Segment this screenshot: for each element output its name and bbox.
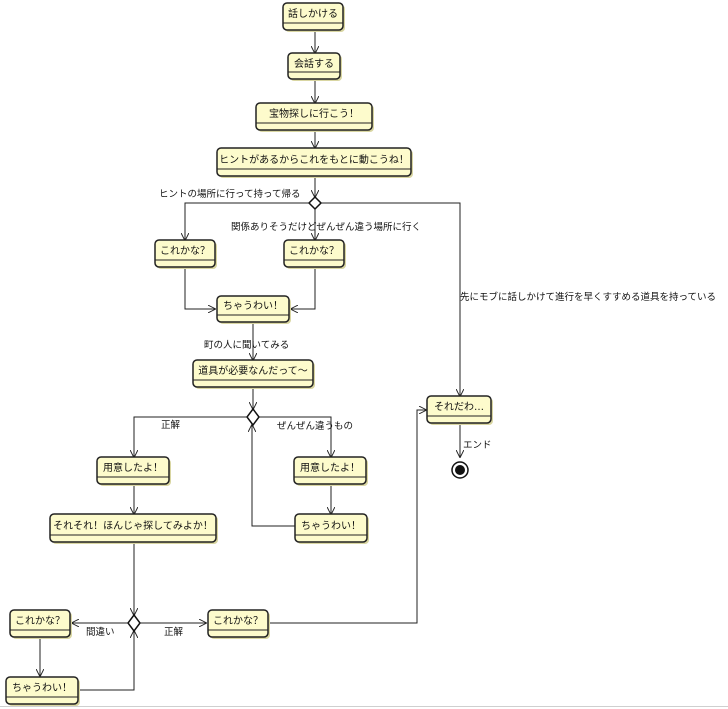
node-hint-label: ヒントがあるからこれをもとに動こうね！ — [219, 153, 409, 166]
label-hint-place: ヒントの場所に行って持って帰る — [159, 188, 301, 200]
decision-diamond-hint — [307, 195, 323, 211]
node-wrong-3[interactable]: ちゃうわい！ — [5, 676, 80, 706]
edge-decision1-to-left-guess — [185, 202, 309, 240]
node-guess-right[interactable]: これかな？ — [283, 239, 346, 269]
edge-labels: ヒントの場所に行って持って帰る 関係ありそうだけどぜんぜん違う場所に行く 先にモ… — [86, 188, 716, 638]
edge-decision1-to-found — [321, 202, 460, 396]
node-found[interactable]: それだわ… — [426, 395, 493, 425]
node-guess-bottom-left-label: これかな？ — [15, 615, 65, 627]
edges — [40, 30, 460, 691]
edge-right-guess-to-wrong — [291, 268, 316, 309]
label-mob-first: 先にモブに話しかけて進行を早くすすめる道具を持っている — [460, 291, 716, 303]
node-wrong-1[interactable]: ちゃうわい！ — [216, 295, 291, 324]
node-prepared-right-label: 用意したよ！ — [300, 461, 360, 474]
node-thatsit[interactable]: それそれ！ほんじゃ探してみよか！ — [49, 513, 218, 544]
label-correct1: 正解 — [161, 419, 181, 431]
node-guess-bottom-right[interactable]: これかな？ — [207, 609, 270, 639]
node-tool-needed[interactable]: 道具が必要なんだって～ — [192, 359, 315, 389]
label-end: エンド — [463, 440, 492, 451]
edge-right-guess-to-found — [270, 410, 426, 624]
label-mistake: 間違い — [86, 626, 115, 638]
node-tool-needed-label: 道具が必要なんだって～ — [198, 364, 308, 377]
node-talk[interactable]: 話しかける — [282, 2, 345, 32]
edge-decision2-to-prepared-left — [134, 416, 247, 457]
node-wrong-1-label: ちゃうわい！ — [223, 300, 283, 312]
action-nodes: 話しかける 会話する 宝物探しに行こう！ ヒントがあるからこれをもとに動こうね！… — [5, 2, 493, 706]
node-converse[interactable]: 会話する — [287, 52, 342, 81]
label-correct2: 正解 — [164, 626, 184, 638]
edge-decision2-to-prepared-right — [259, 416, 331, 457]
node-guess-right-label: これかな？ — [289, 245, 339, 257]
node-prepared-left[interactable]: 用意したよ！ — [96, 456, 171, 486]
node-prepared-left-label: 用意したよ！ — [103, 461, 163, 474]
node-thatsit-label: それそれ！ほんじゃ探してみよか！ — [53, 519, 213, 532]
node-guess-bottom-right-label: これかな？ — [213, 615, 263, 627]
node-hint[interactable]: ヒントがあるからこれをもとに動こうね！ — [216, 147, 413, 178]
node-treasure-label: 宝物探しに行こう！ — [269, 107, 359, 120]
node-found-label: それだわ… — [434, 401, 484, 413]
node-talk-label: 話しかける — [288, 7, 338, 20]
decision-diamond-tool — [246, 407, 260, 427]
node-treasure[interactable]: 宝物探しに行こう！ — [255, 102, 374, 132]
node-guess-left[interactable]: これかな？ — [154, 239, 217, 269]
node-prepared-right[interactable]: 用意したよ！ — [293, 456, 368, 486]
page-bottom-divider — [0, 706, 728, 707]
node-wrong-2[interactable]: ちゃうわい！ — [294, 513, 369, 544]
label-related-wrong: 関係ありそうだけどぜんぜん違う場所に行く — [231, 221, 421, 233]
decisions — [127, 195, 323, 633]
final-node — [451, 461, 469, 479]
node-guess-left-label: これかな？ — [160, 245, 210, 257]
decision-diamond-guess — [127, 613, 141, 633]
node-guess-bottom-left[interactable]: これかな？ — [9, 609, 72, 639]
label-ask-townsfolk: 町の人に聞いてみる — [204, 340, 289, 351]
node-wrong-3-label: ちゃうわい！ — [12, 682, 72, 694]
edge-left-guess-to-wrong — [184, 268, 215, 309]
label-totally-wrong: ぜんぜん違うもの — [277, 420, 353, 432]
edge-wrong-bottom-to-decision3 — [78, 631, 134, 691]
edge-wrong-back-to-decision2 — [252, 425, 295, 527]
final-node-dot — [455, 465, 465, 475]
node-converse-label: 会話する — [294, 57, 334, 70]
node-wrong-2-label: ちゃうわい！ — [301, 520, 361, 532]
